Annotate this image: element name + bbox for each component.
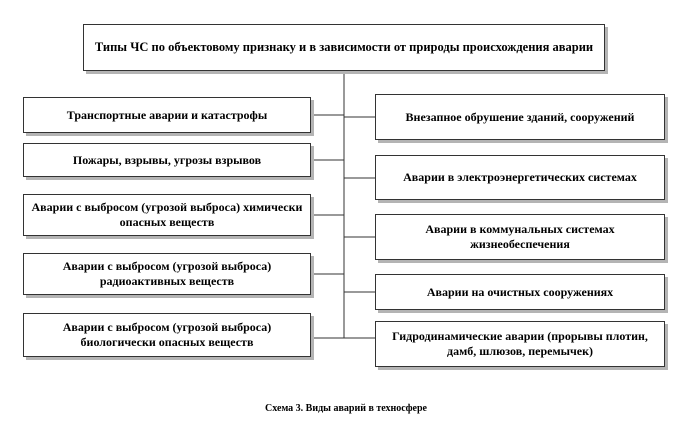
right-box-treatment: Аварии на очистных сооружениях [375, 274, 665, 310]
root-box: Типы ЧС по объектовому признаку и в зави… [83, 24, 605, 71]
right-box-collapse: Внезапное обрушение зданий, сооружений [375, 94, 665, 140]
right-box-hydrodynamic: Гидродинамические аварии (прорывы плотин… [375, 321, 665, 367]
left-box-fires: Пожары, взрывы, угрозы взрывов [23, 143, 311, 177]
left-box-transport: Транспортные аварии и катастрофы [23, 97, 311, 133]
right-box-power: Аварии в электроэнергетических системах [375, 155, 665, 200]
left-box-chemical: Аварии с выбросом (угрозой выброса) хими… [23, 194, 311, 236]
left-box-radioactive: Аварии с выбросом (угрозой выброса) ради… [23, 253, 311, 295]
right-box-utilities: Аварии в коммунальных системах жизнеобес… [375, 214, 665, 260]
left-box-biological: Аварии с выбросом (угрозой выброса) биол… [23, 313, 311, 357]
diagram-caption: Схема 3. Виды аварий в техносфере [265, 403, 427, 414]
